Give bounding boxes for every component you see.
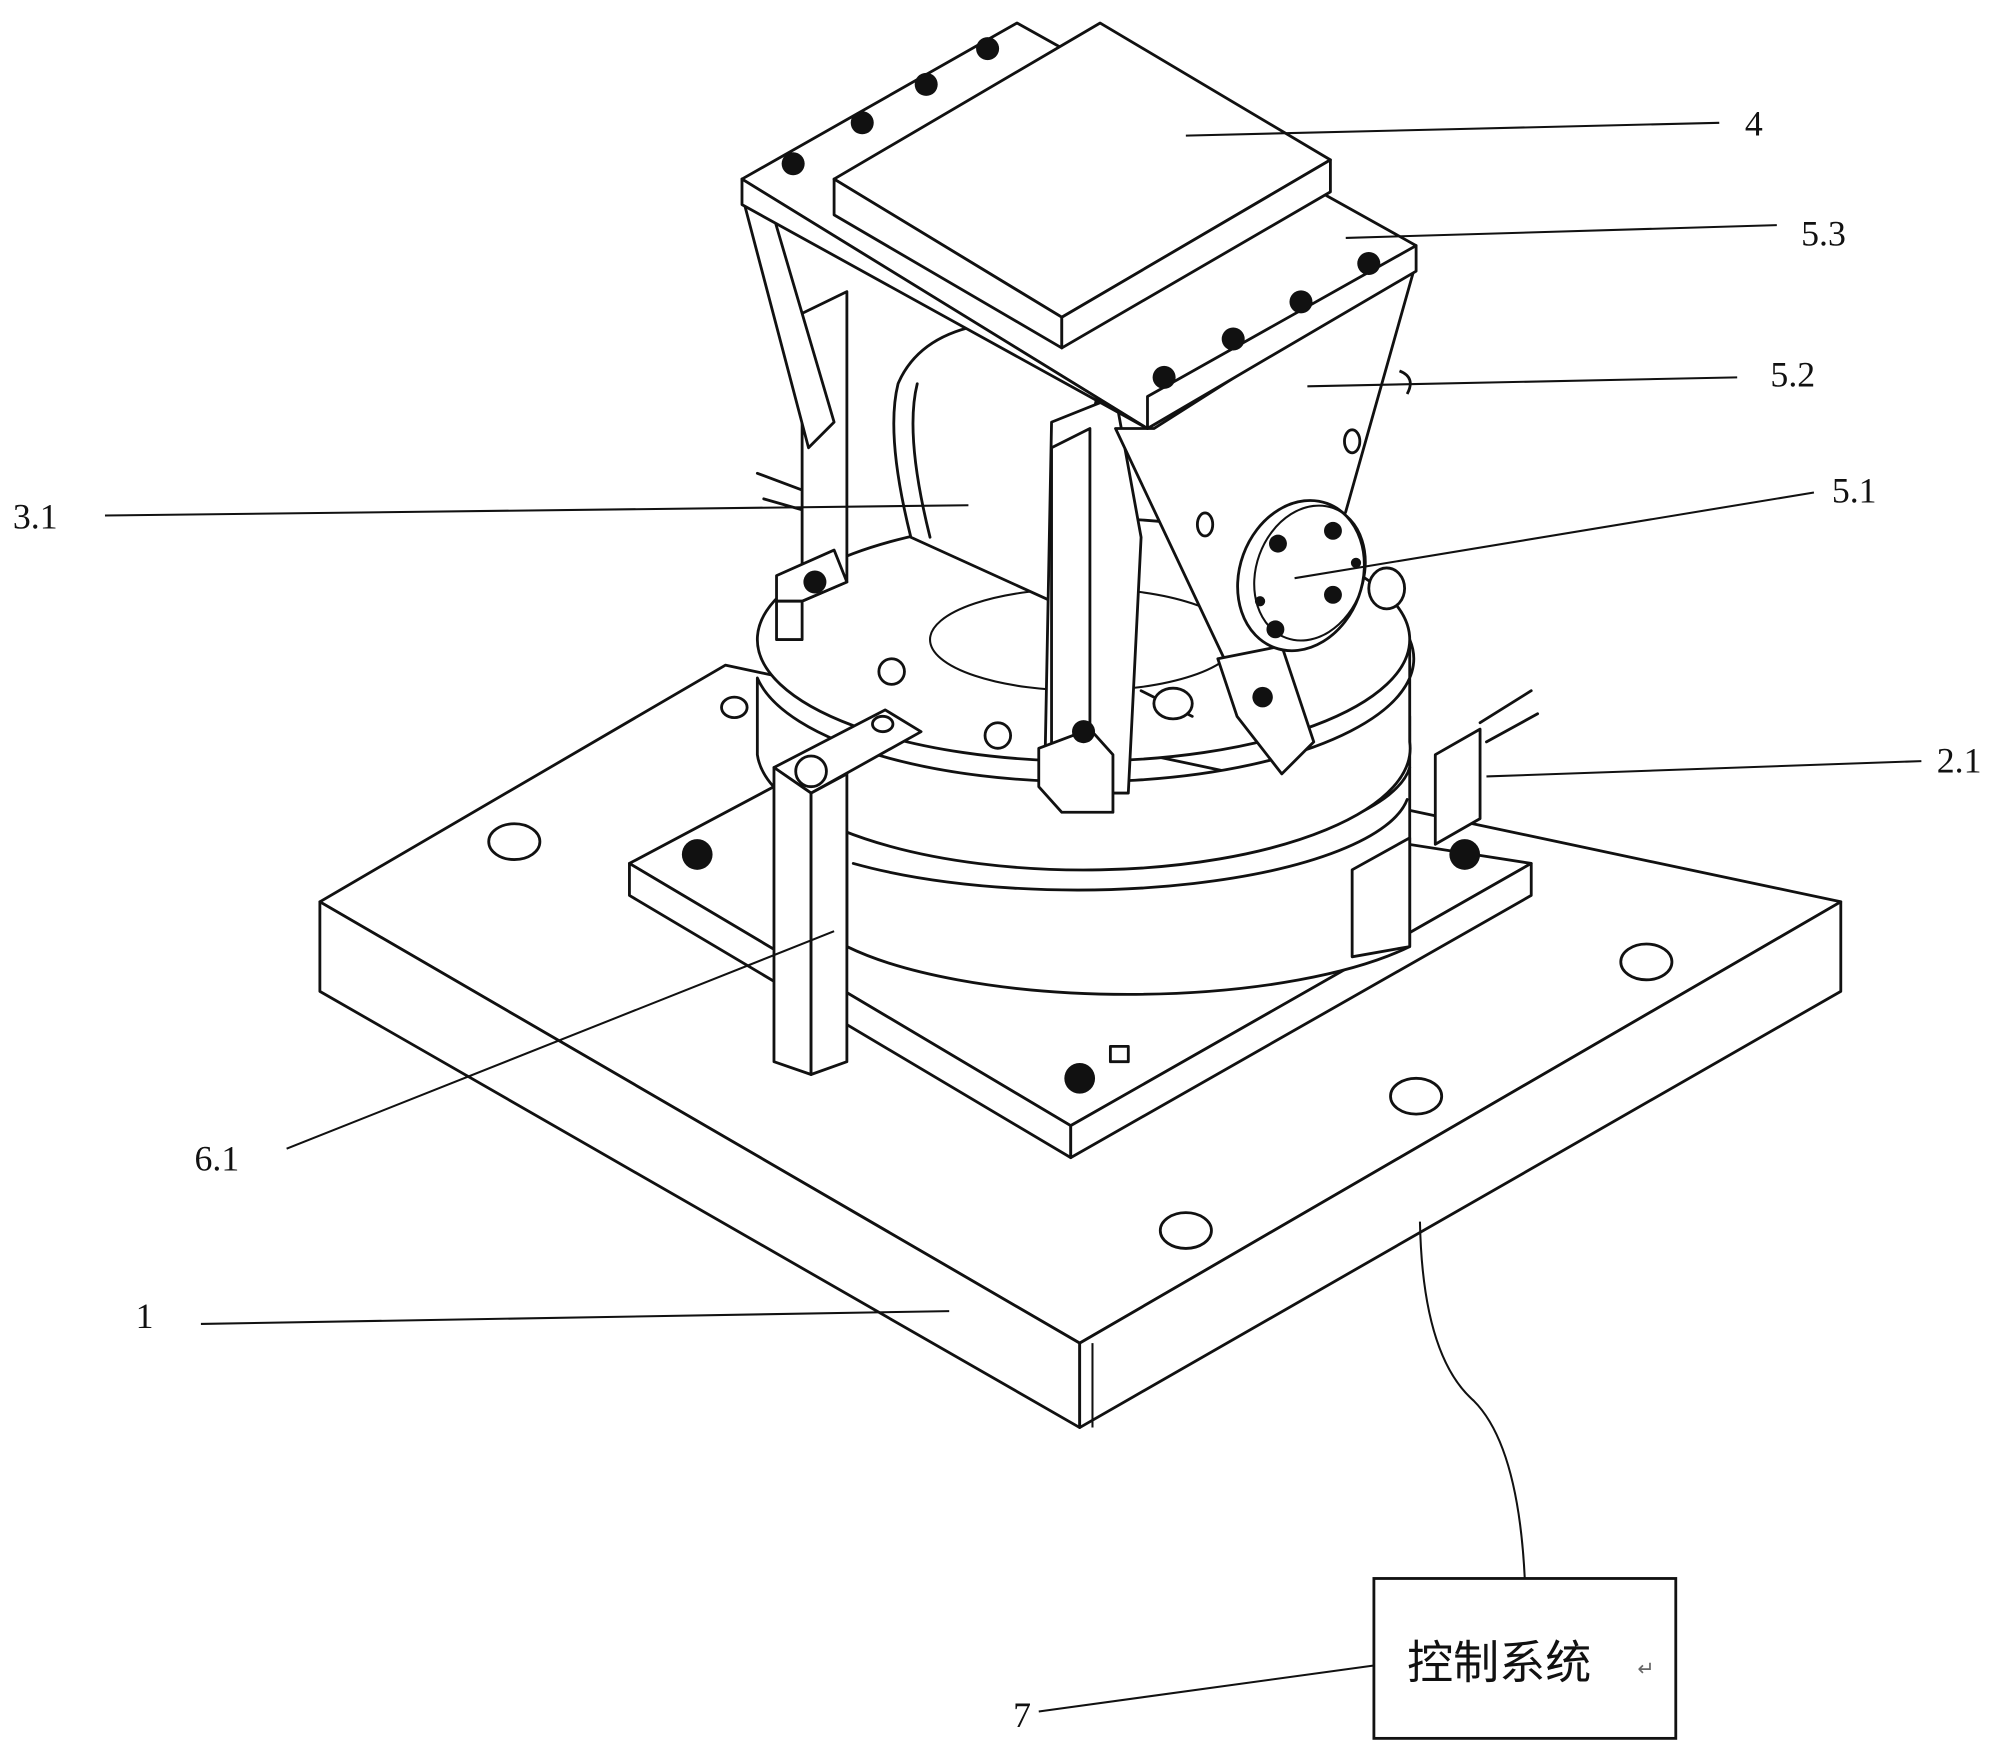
callout-7: 7	[1013, 1695, 1031, 1735]
callout-6-1: 6.1	[195, 1138, 240, 1178]
leader-lines	[104, 121, 1922, 1713]
return-mark-icon: ↵	[1637, 1657, 1654, 1681]
control-system-label: 控制系统	[1407, 1635, 1591, 1689]
callout-5-1: 5.1	[1832, 471, 1877, 511]
callout-5-2: 5.2	[1770, 354, 1815, 394]
control-system-box: 控制系统 ↵	[1372, 1577, 1678, 1740]
frame-5-3	[740, 21, 1418, 430]
fork-5-2	[740, 177, 1418, 814]
hub-5-1	[1236, 499, 1407, 653]
top-plate-4	[832, 21, 1332, 350]
callout-4: 4	[1745, 104, 1763, 144]
callout-1: 1	[136, 1296, 154, 1336]
callout-5-3: 5.3	[1801, 214, 1846, 254]
callout-2-1: 2.1	[1937, 741, 1982, 781]
bracket-6-1	[772, 708, 923, 1076]
callout-3-1: 3.1	[13, 496, 58, 536]
connector-2-1	[1350, 689, 1540, 959]
